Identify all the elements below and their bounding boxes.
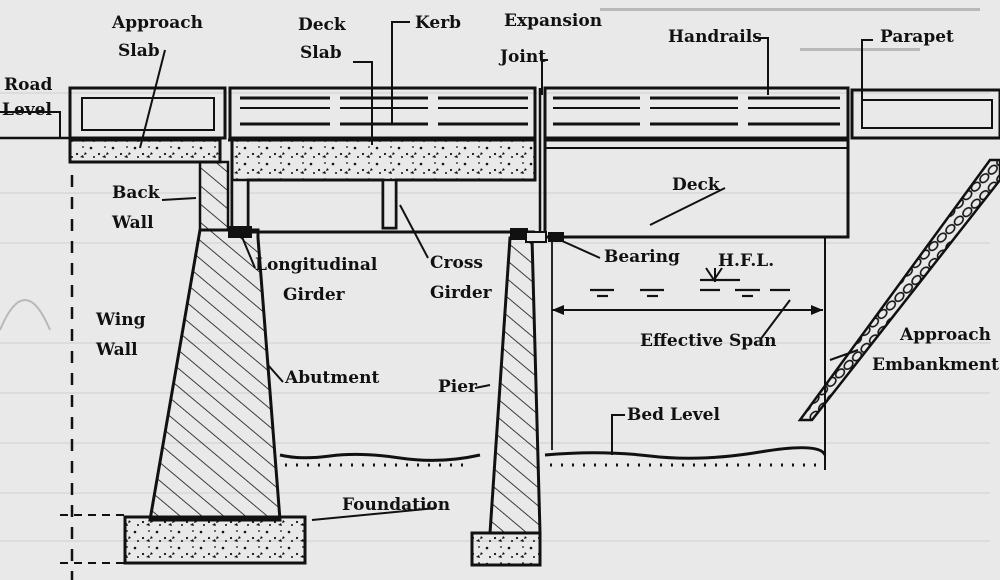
foundation-dashed xyxy=(60,514,125,564)
longitudinal-girder-section xyxy=(230,178,250,230)
leader-lines xyxy=(0,21,873,521)
label-wing-wall-1: Wing xyxy=(95,310,146,330)
pier-bearing-right xyxy=(548,232,564,242)
label-road-level-2: Level xyxy=(2,100,52,120)
back-wall xyxy=(198,160,230,232)
bed-level-right xyxy=(544,446,827,460)
label-parapet: Parapet xyxy=(880,27,954,47)
label-cross-girder-2: Girder xyxy=(430,283,493,303)
label-deck-slab-2: Slab xyxy=(300,43,342,63)
label-longitudinal-girder-2: Girder xyxy=(283,285,346,305)
label-bearing: Bearing xyxy=(604,247,680,267)
label-deck: Deck xyxy=(672,175,721,195)
label-handrails: Handrails xyxy=(668,27,762,47)
bed-level-left xyxy=(279,452,481,462)
pier xyxy=(488,236,542,535)
effective-span-arrow-right xyxy=(811,305,823,315)
label-road-level-1: Road xyxy=(4,75,52,95)
label-longitudinal-girder-1: Longitudinal xyxy=(255,255,378,275)
label-approach-embankment-1: Approach xyxy=(899,325,991,345)
label-deck-slab-1: Deck xyxy=(298,15,347,35)
pier-foundation xyxy=(470,531,542,567)
effective-span-arrow-left xyxy=(552,305,564,315)
label-approach-slab-1: Approach xyxy=(111,13,203,33)
abutment-foundation xyxy=(123,515,307,565)
handrail-right-span xyxy=(543,86,850,140)
label-abutment: Abutment xyxy=(284,368,379,388)
label-approach-embankment-2: Embankment xyxy=(872,355,999,375)
label-foundation: Foundation xyxy=(342,495,450,515)
label-cross-girder-1: Cross xyxy=(430,253,483,273)
label-wing-wall-2: Wall xyxy=(95,340,138,360)
handrail-left-span xyxy=(228,86,537,140)
label-expansion-joint-2: Joint xyxy=(498,47,546,67)
cross-girder-section xyxy=(381,178,398,230)
parapet-left xyxy=(68,86,227,140)
hfl-water-marks xyxy=(590,278,790,298)
label-kerb: Kerb xyxy=(415,13,461,33)
label-pier: Pier xyxy=(438,377,478,397)
label-back-wall-1: Back xyxy=(112,183,161,203)
pier-cap xyxy=(525,231,547,243)
approach-slab xyxy=(68,138,222,164)
label-approach-slab-2: Slab xyxy=(118,41,160,61)
deck-slab-left xyxy=(228,138,537,230)
pier-bearing-left xyxy=(510,228,528,240)
approach-embankment xyxy=(797,158,1000,422)
label-back-wall-2: Wall xyxy=(111,213,154,233)
label-effective-span: Effective Span xyxy=(640,331,777,351)
parapet-right xyxy=(850,88,1000,140)
label-expansion-joint-1: Expansion xyxy=(504,11,602,31)
deck-slab-right xyxy=(543,138,850,239)
label-hfl: H.F.L. xyxy=(718,251,774,271)
label-bed-level: Bed Level xyxy=(627,405,720,425)
